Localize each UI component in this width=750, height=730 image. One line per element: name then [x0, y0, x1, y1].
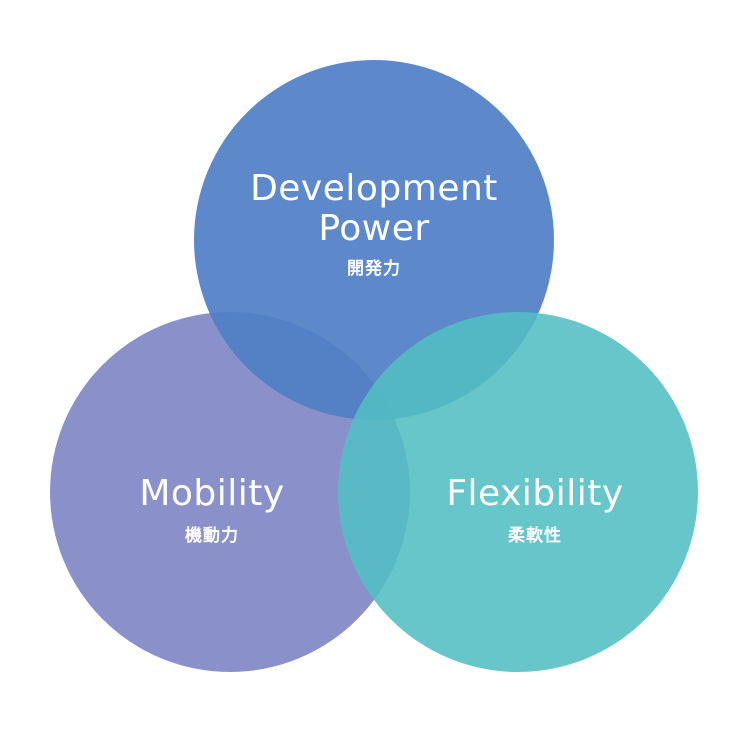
mobility-subtitle: 機動力	[185, 525, 239, 546]
flexibility-title: Flexibility	[446, 473, 623, 514]
development-title-line-1: Development	[250, 168, 498, 209]
mobility-label: Mobility 機動力	[139, 473, 284, 546]
development-label: Development Power 開発力	[250, 168, 498, 279]
flexibility-label: Flexibility 柔軟性	[446, 473, 623, 546]
development-subtitle: 開発力	[347, 258, 401, 279]
mobility-title: Mobility	[139, 473, 284, 514]
circle-flexibility	[338, 312, 698, 672]
flexibility-subtitle: 柔軟性	[508, 525, 562, 546]
development-title-line-2: Power	[318, 208, 429, 249]
